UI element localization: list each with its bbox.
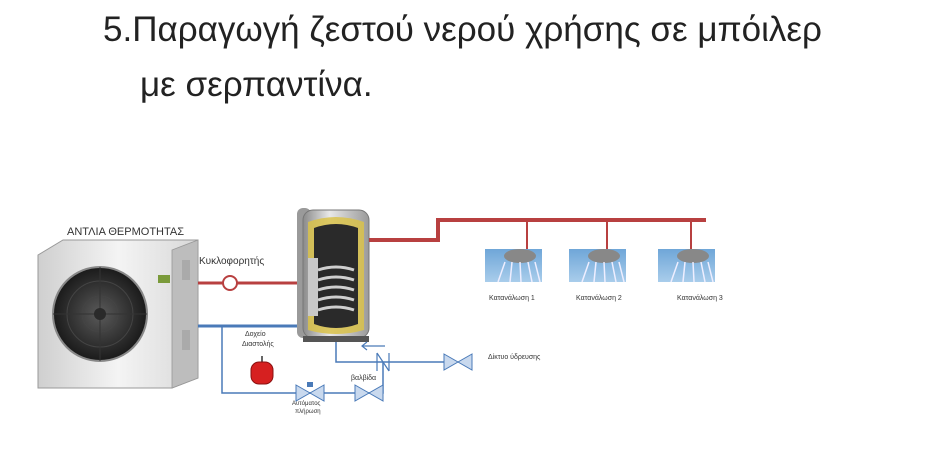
heat-pump-label: ΑΝΤΛΙΑ ΘΕΡΜΟΤΗΤΑΣ xyxy=(67,226,185,238)
boiler-tank xyxy=(297,208,370,342)
expansion-tank-label-1: Δοχείο xyxy=(245,331,266,338)
check-valve-icon xyxy=(376,352,390,372)
coil-icon xyxy=(317,265,355,312)
network-valve-icon xyxy=(443,353,473,371)
page-title-line-1: 5.Παραγωγή ζεστού νερού χρήσης σε μπόιλε… xyxy=(103,10,822,49)
water-network-label: Δίκτυο ύδρευσης xyxy=(488,354,541,361)
valve-label: βαλβίδα xyxy=(351,375,377,382)
flow-arrow-icon xyxy=(361,341,385,351)
heat-pump-unit xyxy=(37,239,199,389)
expansion-tank-icon xyxy=(250,356,274,385)
shower-icon xyxy=(485,249,542,283)
auto-fill-label-2: πλήρωση xyxy=(295,409,321,415)
shower-icon xyxy=(658,249,715,283)
auto-fill-valve-icon xyxy=(295,382,325,402)
hot-water-distribution-pipe xyxy=(369,218,706,242)
heat-pump-logo xyxy=(158,275,170,283)
page-title-line-2: με σερπαντίνα. xyxy=(140,65,373,104)
consumer-label-2: Κατανάλωση 2 xyxy=(576,295,622,302)
circulator-label: Κυκλοφορητής xyxy=(199,256,265,267)
valve-icon xyxy=(354,384,384,402)
auto-fill-label-1: Αυτόματος xyxy=(292,401,321,407)
consumer-label-3: Κατανάλωση 3 xyxy=(677,295,723,302)
shower-icon xyxy=(569,249,626,283)
cold-water-inlet-pipe xyxy=(335,342,444,363)
expansion-tank-label-2: Διαστολής xyxy=(242,341,274,348)
consumer-label-1: Κατανάλωση 1 xyxy=(489,295,535,302)
circulator-pump-icon xyxy=(222,275,238,291)
